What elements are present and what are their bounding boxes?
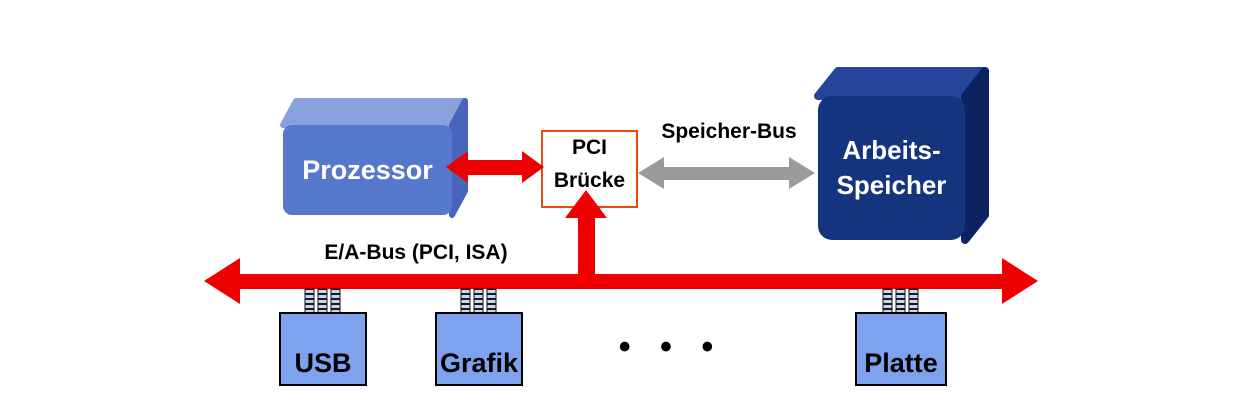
io-bus-label: E/A-Bus (PCI, ISA) bbox=[324, 241, 508, 264]
processor-label: Prozessor bbox=[302, 154, 433, 185]
memory-label-line2: Speicher bbox=[836, 170, 947, 200]
io-bus-arrow bbox=[204, 258, 1038, 304]
grafik-device-label: Grafik bbox=[439, 348, 519, 378]
more-devices-ellipsis: • • • bbox=[618, 328, 724, 366]
platte-connector-pins-icon bbox=[882, 288, 919, 314]
grafik-connector-pins-icon bbox=[460, 288, 497, 314]
memory-label-line1: Arbeits- bbox=[842, 134, 941, 165]
memory-bus-arrow bbox=[638, 157, 815, 189]
platte-device-label: Platte bbox=[864, 348, 938, 378]
processor-box bbox=[280, 98, 468, 218]
processor-bridge-arrow bbox=[446, 151, 544, 183]
usb-device-box bbox=[279, 312, 367, 386]
usb-connector-pins-icon bbox=[304, 288, 341, 314]
platte-device-box bbox=[855, 312, 947, 386]
grafik-device-box bbox=[435, 312, 523, 386]
bridge-to-bus-arrow-head bbox=[565, 190, 607, 218]
bridge-to-bus-arrow-body bbox=[578, 215, 595, 282]
memory-bus-label: Speicher-Bus bbox=[661, 120, 797, 143]
memory-box bbox=[814, 67, 989, 244]
pci-bridge-label-line2: Brücke bbox=[553, 169, 626, 192]
pci-bridge-label-line1: PCI bbox=[571, 136, 607, 159]
usb-device-label: USB bbox=[294, 348, 352, 378]
memory-label: Arbeits- Speicher bbox=[818, 96, 965, 240]
